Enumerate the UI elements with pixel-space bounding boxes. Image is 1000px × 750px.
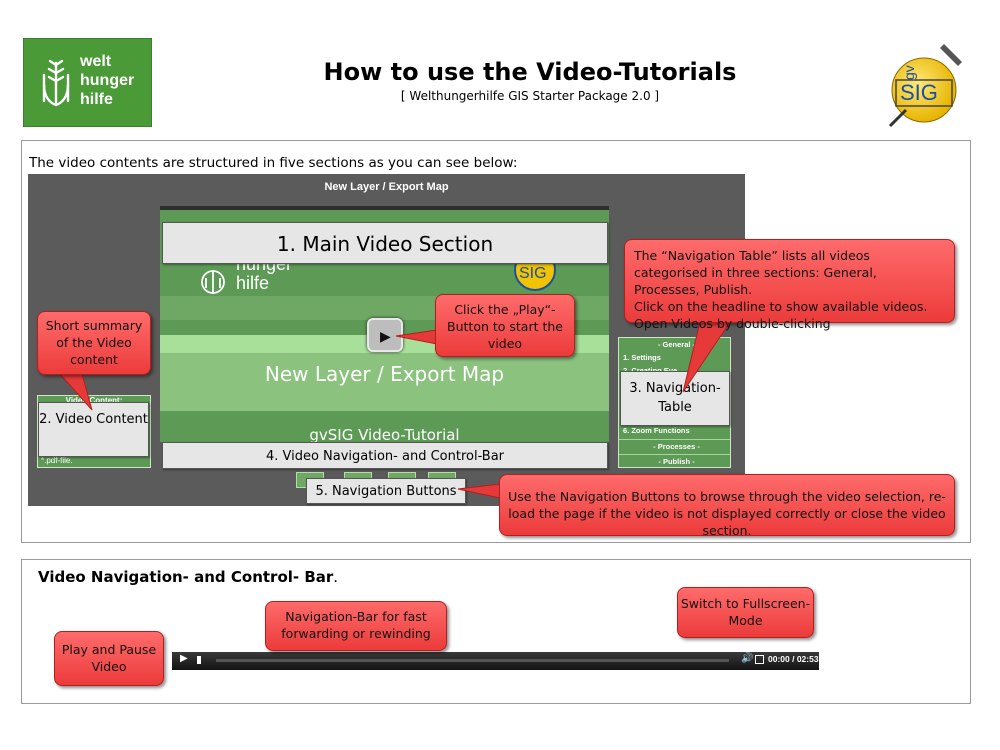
- controlbar-panel-title: Video Navigation- and Control- Bar.: [38, 568, 339, 586]
- volume-icon[interactable]: 🔊: [741, 653, 754, 664]
- nav-table-row[interactable]: - Publish -: [619, 454, 730, 468]
- label-navigation-table: 3. Navigation-Table: [620, 371, 730, 426]
- page-title: How to use the Video-Tutorials: [323, 58, 737, 86]
- seek-track[interactable]: [216, 659, 729, 662]
- play-icon: ▶: [380, 328, 391, 344]
- callout-navtable-line1: The “Navigation Table” lists all videos …: [634, 248, 877, 297]
- svg-text:SIG: SIG: [519, 265, 547, 282]
- callout-fullscreen: Switch to Fullscreen-Mode: [677, 587, 814, 638]
- seek-handle[interactable]: [197, 656, 201, 664]
- video-title-band: [160, 353, 609, 411]
- label-control-bar: 4. Video Navigation- and Control-Bar: [162, 442, 608, 469]
- svg-text:gv: gv: [901, 65, 917, 80]
- fullscreen-icon[interactable]: [755, 655, 764, 664]
- nav-table-row[interactable]: 6. Zoom Functions: [623, 426, 690, 435]
- video-top-strip: [160, 206, 609, 210]
- nav-table-row[interactable]: 2. Creating Eve...: [619, 364, 730, 378]
- screenshot-window-title: New Layer / Export Map: [324, 181, 449, 193]
- wheat-icon: [42, 59, 70, 107]
- play-icon[interactable]: ▶: [180, 653, 188, 664]
- intro-text: The video contents are structured in fiv…: [29, 155, 518, 171]
- label-navigation-buttons: 5. Navigation Buttons: [306, 478, 466, 504]
- callout-navigation-buttons: Use the Navigation Buttons to browse thr…: [499, 474, 955, 538]
- video-content-heading: Video Content:: [65, 396, 123, 405]
- callout-play-pause: Play and Pause Video: [54, 631, 164, 686]
- page-subtitle: [ Welthungerhilfe GIS Starter Package 2.…: [400, 89, 660, 103]
- callout-summary: Short summary of the Video content: [37, 311, 151, 375]
- gvsig-logo: SIG gv: [886, 40, 966, 132]
- label-video-content: 2. Video Content: [38, 402, 149, 457]
- video-content-footnote: *.pdf-file.: [41, 456, 73, 465]
- callout-navtable-line2: Click on the headline to show available …: [634, 299, 928, 331]
- video-subtitle: gvSIG Video-Tutorial: [309, 426, 460, 442]
- video-wheat-icon: [200, 268, 226, 301]
- callout-play: Click the „Play“-Button to start the vid…: [435, 294, 575, 357]
- nav-table-row[interactable]: - General -: [657, 340, 696, 349]
- label-main-video-section: 1. Main Video Section: [162, 222, 608, 264]
- welthungerhilfe-logo: welt hunger hilfe: [23, 38, 152, 127]
- callout-navigation-bar: Navigation-Bar for fast forwarding or re…: [265, 601, 447, 651]
- nav-table-row[interactable]: 1. Settings: [623, 353, 661, 362]
- playback-time: 00:00 / 02:53: [768, 654, 819, 664]
- video-title: New Layer / Export Map: [264, 362, 505, 386]
- svg-text:SIG: SIG: [900, 80, 938, 105]
- callout-navigation-table: The “Navigation Table” lists all videos …: [624, 239, 955, 331]
- gvsig-logo-icon: SIG gv: [888, 44, 962, 128]
- nav-table-row[interactable]: - Processes -: [619, 439, 730, 453]
- logo-text: welt hunger hilfe: [80, 53, 135, 108]
